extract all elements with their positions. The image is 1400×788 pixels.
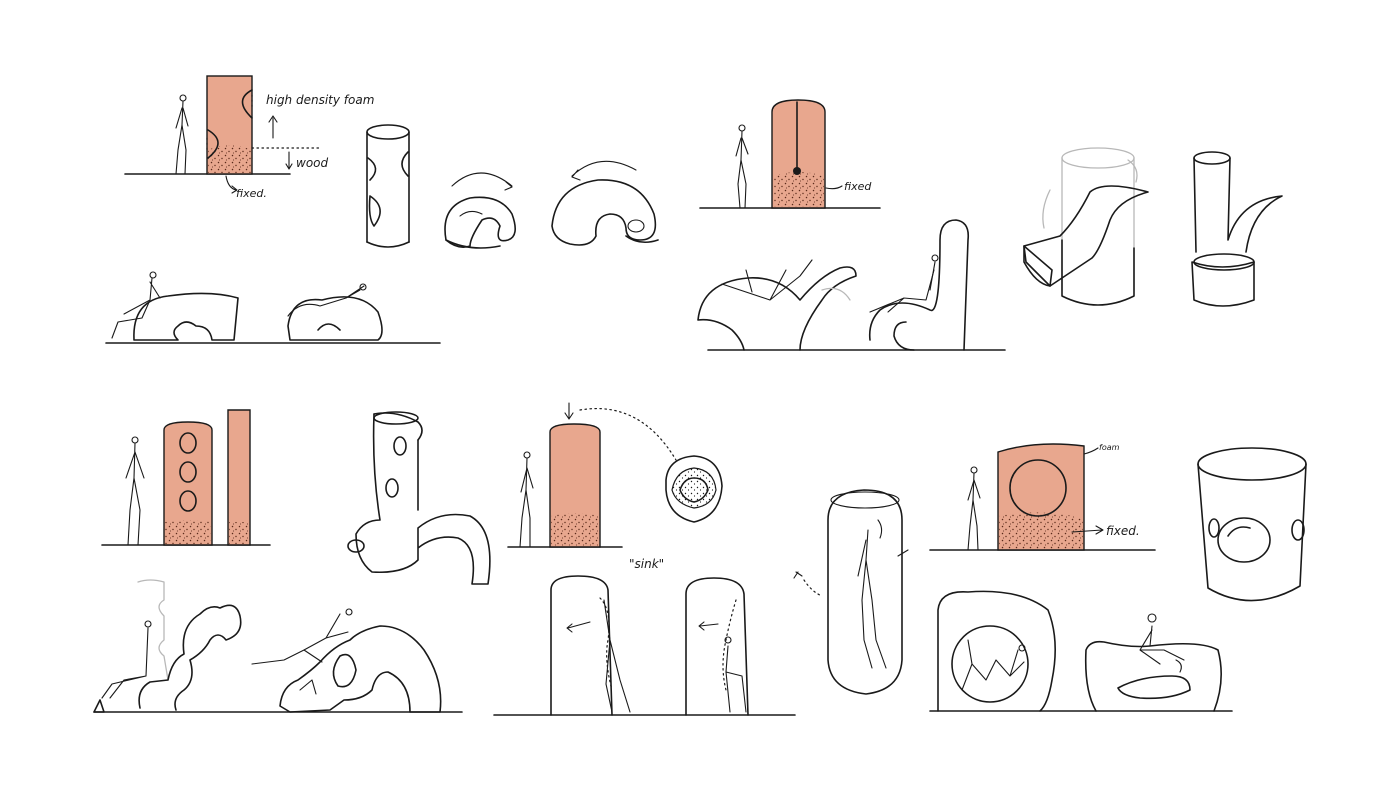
annotation-fixed: fixed bbox=[844, 180, 872, 193]
sketch-curl-rotation-2 bbox=[551, 160, 659, 246]
sketch-reclining-users-1 bbox=[105, 271, 441, 344]
sketch-pillar-large-hole: foam fixed. bbox=[929, 443, 1156, 551]
sketch-cylinder-with-flap bbox=[1023, 147, 1149, 306]
sketch-pillar-with-pendulum: fixed bbox=[699, 99, 881, 209]
sketch-ring-seat-users bbox=[929, 590, 1233, 712]
sketch-pillar-sink-section bbox=[507, 402, 723, 548]
sketch-tube-with-branch bbox=[347, 411, 491, 585]
annotation-foam: foam bbox=[1099, 443, 1120, 452]
human-figure bbox=[735, 124, 749, 209]
annotation-wood: wood bbox=[296, 156, 328, 170]
sketch-cylinder-holes bbox=[366, 124, 410, 248]
annotation-sink: "sink" bbox=[629, 557, 664, 571]
annotation-fixed: fixed. bbox=[1106, 524, 1140, 538]
annotation-fixed: fixed. bbox=[236, 187, 267, 200]
human-figure bbox=[175, 94, 189, 175]
sketch-pillar-foam-section: high density foam wood fixed. bbox=[124, 75, 374, 200]
human-figure bbox=[125, 436, 145, 546]
sketch-reclining-users-2 bbox=[697, 219, 1006, 351]
sketch-open-barrel bbox=[1197, 447, 1307, 602]
human-figure bbox=[519, 451, 534, 548]
sketch-cylinder-with-leaf bbox=[1191, 151, 1283, 307]
sketch-curl-rotation-1 bbox=[444, 172, 516, 249]
sketch-pillars-three-holes bbox=[101, 409, 271, 546]
sketch-capsule-standing bbox=[793, 489, 909, 695]
human-figure bbox=[967, 466, 981, 551]
annotation-high-density-foam: high density foam bbox=[266, 93, 374, 107]
sketch-reclining-users-3 bbox=[93, 579, 463, 713]
sketch-sink-pillars: "sink" bbox=[493, 557, 796, 716]
